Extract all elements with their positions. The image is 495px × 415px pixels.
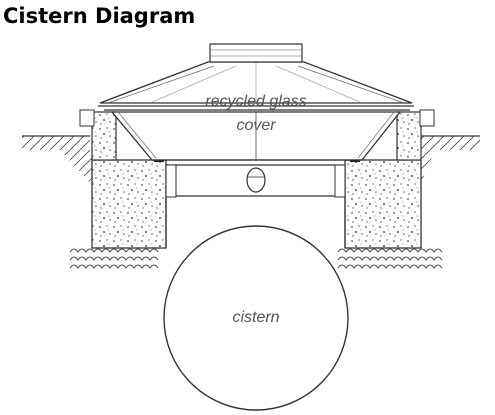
concrete-footing-right [344, 159, 422, 249]
cistern-tank [163, 225, 349, 411]
glass-cover [110, 111, 402, 161]
label-cistern: cistern [232, 309, 279, 326]
label-cover-line1: recycled glass [205, 93, 306, 110]
collar-cap-right [419, 109, 435, 127]
concrete-footing-left [91, 159, 167, 249]
label-cover-line2: cover [236, 117, 276, 134]
concrete-collar-left [91, 111, 117, 161]
concrete-collar-right [396, 111, 422, 161]
ground-surface-left [22, 135, 92, 185]
cover-canopy [98, 43, 414, 111]
inlet-pipe [246, 167, 266, 193]
collar-cap-left [79, 109, 95, 127]
gravel-base [69, 248, 443, 269]
page-title: Cistern Diagram [3, 4, 196, 28]
ground-surface-right [420, 135, 480, 185]
